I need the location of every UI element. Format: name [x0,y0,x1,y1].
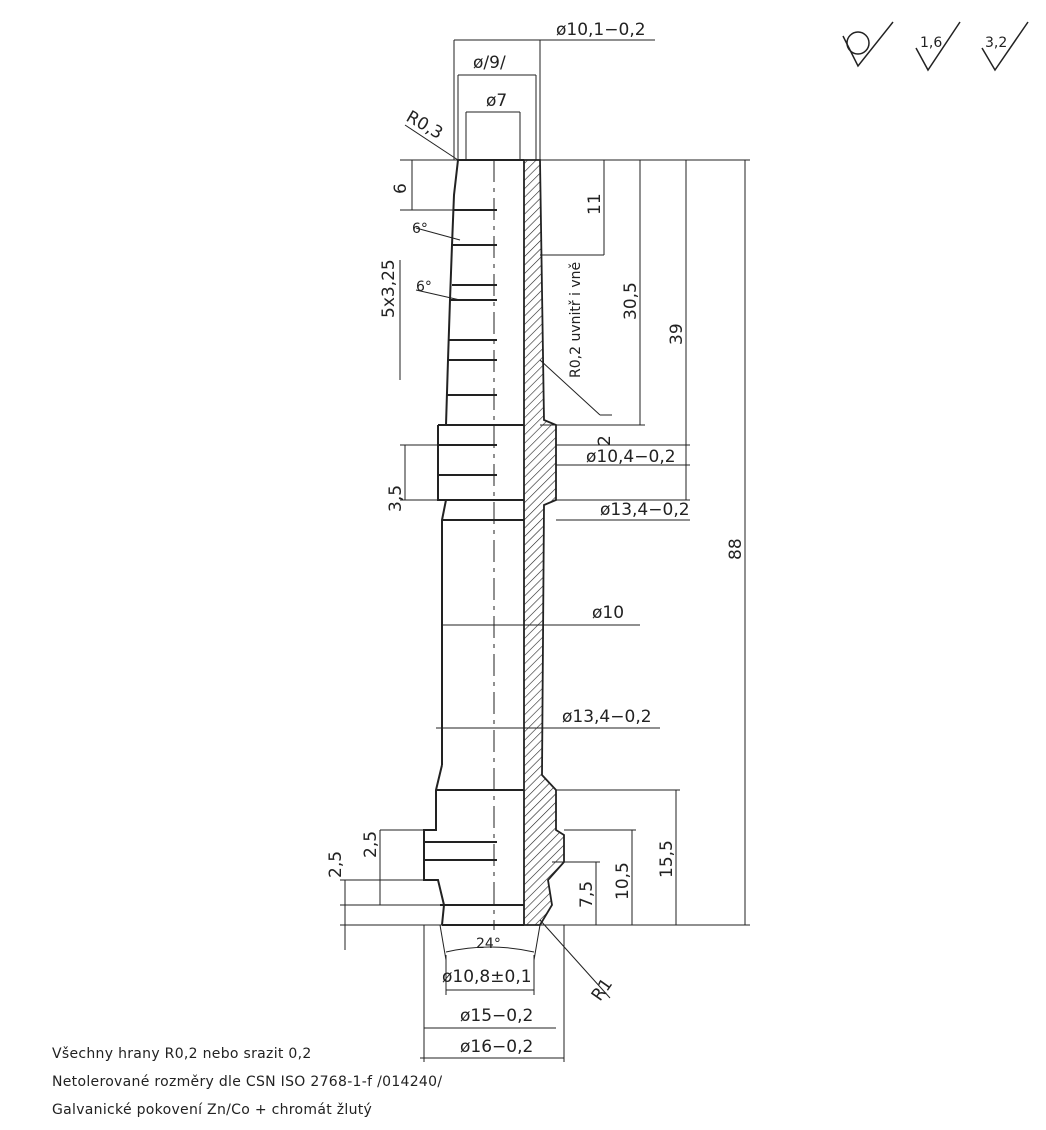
dim-lower-collar-dia: ø13,4−0,2 [562,707,652,727]
dim-angle-1: 6° [412,221,428,237]
dim-collar-width: 3,5 [386,485,406,512]
surface-finish-symbols [842,21,1029,72]
hatched-section [523,159,565,926]
dim-angle-2: 6° [416,279,432,295]
dim-angle-bottom: 24° [476,936,501,952]
dim-len-88: 88 [726,538,746,560]
dimension-lines [340,39,750,1062]
dim-collar-dia: ø13,4−0,2 [600,500,690,520]
note-tolerances: Netolerované rozměry dle CSN ISO 2768-1-… [52,1074,443,1090]
finish-value-3-2: 3,2 [985,35,1007,51]
finish-symbol-3-2 [981,21,1029,72]
dim-bottom-15-5: 15,5 [657,840,677,878]
note-edges: Všechny hrany R0,2 nebo srazit 0,2 [52,1046,312,1062]
dim-bottom-7-5: 7,5 [577,881,597,908]
note-plating: Galvanické pokovení Zn/Co + chromát žlut… [52,1102,373,1118]
dim-len-30-5: 30,5 [621,282,641,320]
dim-shaft-dia: ø10 [592,603,624,623]
dim-barb-count: 5x3,25 [379,259,399,318]
dim-len-11: 11 [585,193,605,215]
dim-radius-bottom: R1 [588,975,617,1005]
dim-top-outer: ø10,1−0,2 [556,20,646,40]
dim-groove-dia: ø10,4−0,2 [586,447,676,467]
dim-barb-length: 6 [391,183,411,194]
dim-left-2-5-b: 2,5 [361,831,381,858]
finish-symbol-1-6 [915,21,961,72]
dim-bottom-16: ø16−0,2 [460,1037,533,1057]
finish-value-1-6: 1,6 [920,35,942,51]
dim-bottom-inner: ø10,8±0,1 [442,967,532,987]
dim-bottom-15: ø15−0,2 [460,1006,533,1026]
finish-symbol-machined [842,21,894,68]
dim-groove-2: 2 [595,435,615,446]
dim-top-inner: ø7 [486,91,507,111]
dim-len-39: 39 [667,323,687,345]
dim-bottom-10-5: 10,5 [613,862,633,900]
dim-radius-inside: R0,2 uvnitř i vně [568,262,584,378]
part-outline [423,159,524,926]
dim-left-2-5-a: 2,5 [326,851,346,878]
dim-top-mid: ø/9/ [473,53,506,73]
